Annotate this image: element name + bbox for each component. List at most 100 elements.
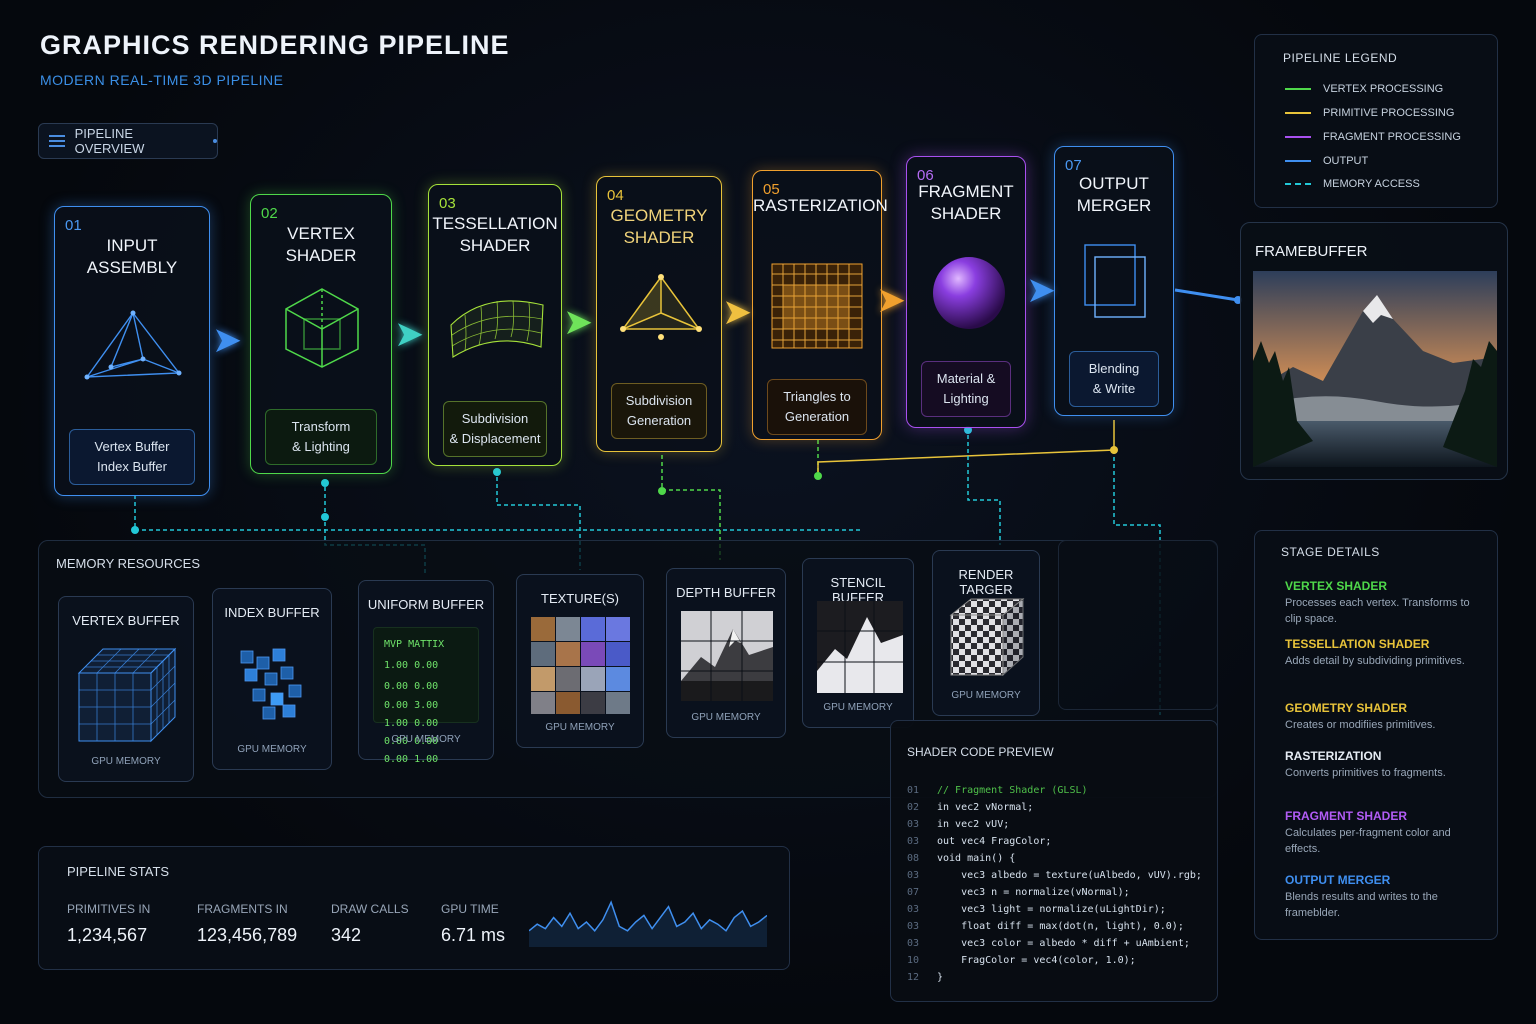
memory-card-stencil-buffer[interactable]: STENCIL BUFFER GPU MEMORY [802, 558, 914, 728]
pixel-grid-icon [771, 263, 863, 349]
checker-cube-icon [949, 597, 1025, 677]
gpu-time-sparkline [529, 900, 767, 947]
output-to-framebuffer-line [1174, 288, 1239, 302]
pipeline-stats-panel: PIPELINE STATS PRIMITIVES IN 1,234,567 F… [38, 846, 790, 970]
stage-name: RASTERIZATION [753, 196, 888, 215]
stage-card-rasterization[interactable]: 05 RASTERIZATION Triangles to Generation [752, 170, 888, 440]
memory-card-index-buffer[interactable]: INDEX BUFFER GPU MEMORY [212, 588, 332, 770]
memory-card-title: DEPTH BUFFER [676, 585, 776, 600]
code-line: 03 vec3 light = normalize(uLightDir); [907, 904, 1166, 915]
stat-label: PRIMITIVES IN [67, 902, 151, 916]
memory-card-render-target[interactable]: RENDER TARGER GPU MEMORY [932, 550, 1040, 716]
stencil-mountain-icon [817, 601, 903, 693]
stage-number: 03 [439, 195, 456, 212]
code-line: 12} [907, 972, 944, 983]
legend-line-icon [1285, 160, 1311, 162]
stat-label: FRAGMENTS IN [197, 902, 288, 916]
stat-label: GPU TIME [441, 902, 499, 916]
code-line: 10 FragColor = vec4(color, 1.0); [907, 955, 1136, 966]
memory-link-output [1113, 450, 1161, 715]
stat-value: 6.71 ms [441, 925, 506, 945]
mvp-matrix: MVP MATTIX 1.00 0.00 0.00 0.00 0.00 3.00… [373, 627, 479, 765]
memory-card-uniform-buffer[interactable]: UNIFORM BUFFER MVP MATTIX 1.00 0.00 0.00… [358, 580, 494, 765]
page-title: GRAPHICS RENDERING PIPELINE [40, 30, 510, 60]
stage-box: Triangles to Generation [767, 379, 867, 435]
legend-item: OUTPUT [1285, 153, 1368, 169]
depth-mountain-icon [681, 611, 773, 701]
memory-card-footer: GPU MEMORY [391, 734, 461, 745]
legend-line-icon [1285, 88, 1311, 90]
memory-card-vertex-buffer[interactable]: VERTEX BUFFER GPU MEMORY [58, 596, 194, 782]
stat-value: 1,234,567 [67, 925, 148, 945]
wireframe-cube-icon [285, 288, 359, 368]
code-line: 07 vec3 n = normalize(vNormal); [907, 887, 1130, 898]
sphere-icon [933, 257, 1005, 329]
memory-card-title: RENDER TARGER [958, 567, 1014, 597]
stage-number: 01 [65, 217, 82, 234]
legend-item: PRIMITIVE PROCESSING [1285, 105, 1454, 121]
flow-arrow-icon: ➤ [212, 320, 243, 361]
texture-tiles-icon [531, 617, 630, 714]
stage-box: Subdivision Generation [611, 383, 707, 439]
code-line: 03 vec3 color = albedo * diff + uAmbient… [907, 938, 1190, 949]
flow-arrow-icon: ➤ [1026, 270, 1057, 311]
memory-resources-title: MEMORY RESOURCES [56, 556, 200, 571]
stage-number: 04 [607, 187, 624, 204]
memory-card-depth-buffer[interactable]: DEPTH BUFFER GPU MEMORY [666, 568, 786, 738]
index-blocks-icon [240, 648, 302, 720]
flow-arrow-icon: ➤ [876, 280, 907, 321]
output-feedback-line [817, 420, 1115, 476]
memory-link-geometry [661, 455, 721, 560]
sparkline-fill [529, 902, 767, 947]
legend-line-icon [1285, 136, 1311, 138]
memory-card-footer: GPU MEMORY [951, 690, 1021, 701]
matrix-label: MVP MATTIX [384, 639, 445, 650]
stage-number: 02 [261, 205, 278, 222]
mountain-lake-image [1253, 271, 1497, 467]
legend-line-icon [1285, 183, 1311, 185]
memory-card-textures[interactable]: TEXTURE(S) GPU MEMORY [516, 574, 644, 748]
flow-arrow-icon: ➤ [722, 292, 753, 333]
pipeline-stats-title: PIPELINE STATS [67, 864, 170, 879]
legend-title: PIPELINE LEGEND [1283, 51, 1398, 65]
mesh-surface-icon [450, 300, 544, 358]
stat-value: 123,456,789 [197, 925, 298, 945]
pipeline-overview-button[interactable]: PIPELINE OVERVIEW [38, 123, 218, 159]
memory-card-footer: GPU MEMORY [823, 702, 893, 713]
code-line: 01// Fragment Shader (GLSL) [907, 785, 1088, 796]
memory-card-title: INDEX BUFFER [224, 605, 320, 620]
legend-line-icon [1285, 112, 1311, 114]
matrix-row: 1.00 0.00 0.00 0.00 [384, 660, 439, 692]
memory-card-title: TEXTURE(S) [541, 591, 619, 606]
memory-card-footer: GPU MEMORY [91, 756, 161, 767]
pipeline-legend: PIPELINE LEGEND VERTEX PROCESSING PRIMIT… [1254, 34, 1498, 208]
sparkline-line [529, 900, 767, 932]
memory-link-fragment [967, 428, 1001, 545]
memory-card-footer: GPU MEMORY [545, 722, 615, 733]
page-subtitle: MODERN REAL-TIME 3D PIPELINE [40, 72, 284, 88]
framebuffer-label: FRAMEBUFFER [1255, 243, 1368, 260]
vertex-grid-cube-icon [77, 647, 177, 743]
flow-arrow-icon: ➤ [394, 314, 425, 355]
